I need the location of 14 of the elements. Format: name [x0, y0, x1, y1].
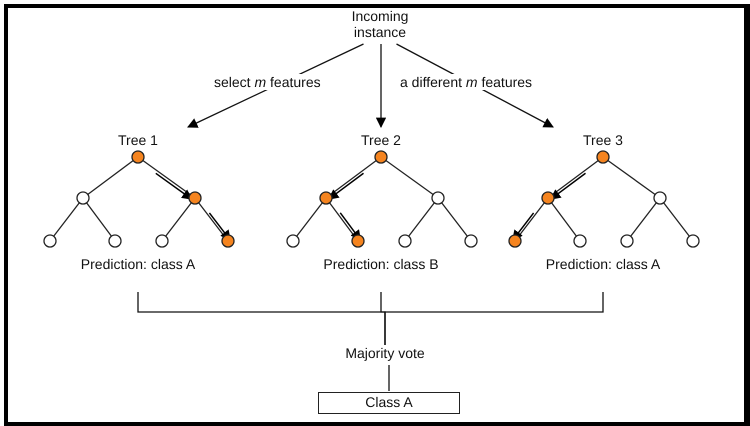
- tree-title: Tree 3: [582, 132, 624, 148]
- edge-label: a different m features: [398, 74, 534, 90]
- prediction-label: Prediction: class B: [322, 256, 440, 272]
- arrow: [376, 44, 386, 128]
- connector-line: [384, 292, 604, 345]
- prediction-label: Prediction: class A: [544, 256, 662, 272]
- edge-label: select m features: [212, 74, 323, 90]
- tree-title: Tree 2: [360, 132, 402, 148]
- prediction-label: Prediction: class A: [80, 256, 196, 272]
- input-label: Incoming instance: [350, 8, 410, 40]
- connector-line: [388, 365, 390, 391]
- vote-label: Majority vote: [344, 345, 426, 361]
- result-box: Class A: [318, 392, 460, 414]
- tree-title: Tree 1: [117, 132, 159, 148]
